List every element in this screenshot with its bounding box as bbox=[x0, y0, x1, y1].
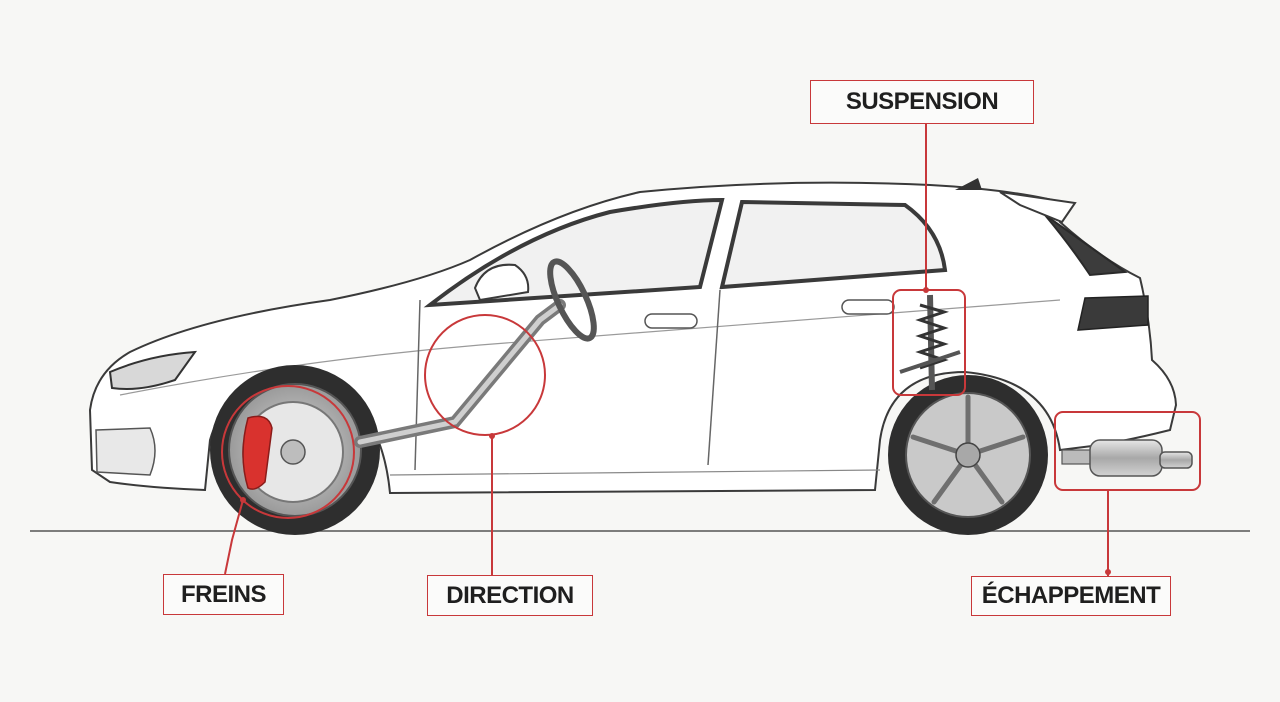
steering-label: DIRECTION bbox=[427, 575, 593, 616]
steering-assembly bbox=[354, 258, 597, 448]
front-wheel bbox=[210, 365, 380, 535]
brakes-label: FREINS bbox=[163, 574, 284, 615]
exhaust-label: ÉCHAPPEMENT bbox=[971, 576, 1171, 616]
front-grille bbox=[95, 427, 156, 476]
b-pillar-line bbox=[707, 289, 721, 466]
rear-door-handle bbox=[841, 299, 895, 315]
suspension-spring bbox=[899, 294, 961, 391]
antenna bbox=[955, 178, 982, 190]
brakes-highlight-circle bbox=[221, 385, 355, 519]
brake-caliper bbox=[242, 415, 273, 490]
rear-window bbox=[719, 199, 948, 290]
roof-spoiler bbox=[999, 191, 1077, 224]
sill-line bbox=[389, 469, 881, 476]
suspension-label: SUSPENSION bbox=[810, 80, 1034, 124]
headlight bbox=[108, 350, 198, 390]
rear-glass bbox=[1044, 214, 1128, 277]
brakes-leader bbox=[224, 499, 244, 575]
front-door-handle bbox=[644, 313, 698, 329]
exhaust-highlight-box bbox=[1054, 411, 1201, 491]
exhaust-system bbox=[1061, 439, 1193, 477]
side-mirror bbox=[473, 263, 530, 302]
front-door-line bbox=[414, 299, 421, 471]
body-crease bbox=[119, 299, 1061, 396]
steering-wheel bbox=[547, 258, 597, 342]
tail-light bbox=[1077, 295, 1149, 331]
steering-highlight-circle bbox=[424, 314, 546, 436]
rear-wheel bbox=[888, 375, 1048, 535]
